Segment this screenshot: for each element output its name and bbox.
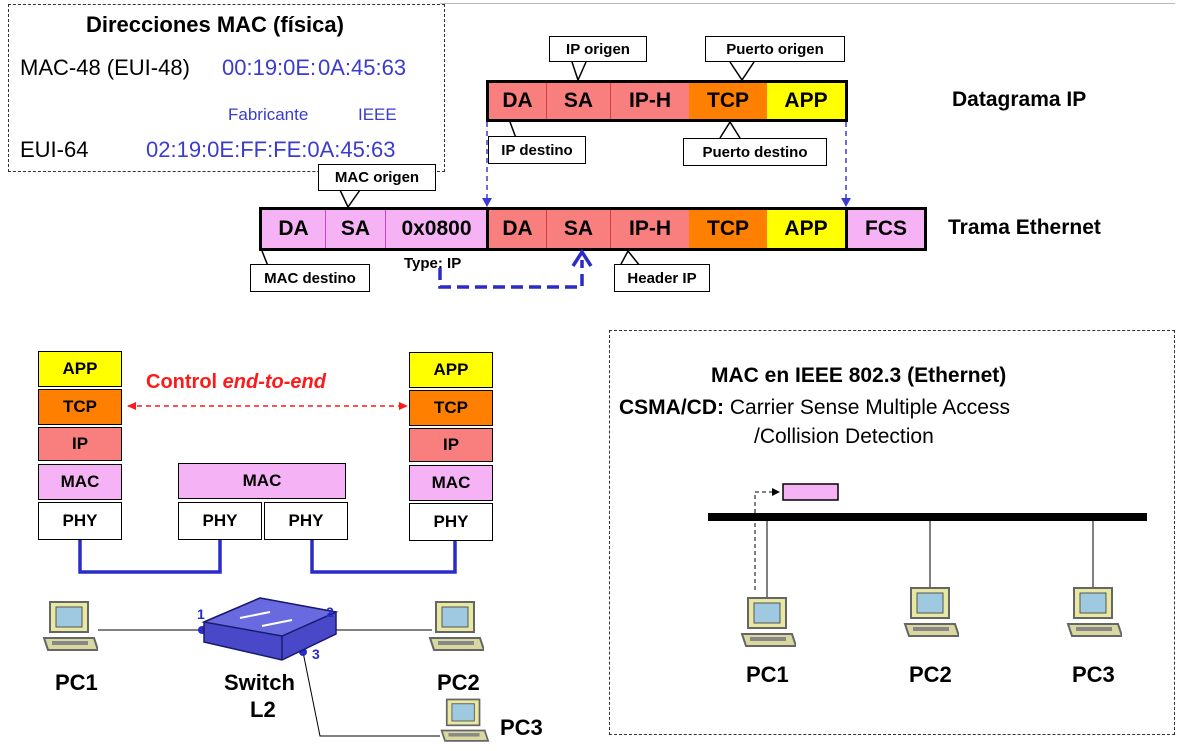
switch-stack-phy-1: PHY xyxy=(178,502,262,540)
vendor-label: Fabricante xyxy=(228,105,309,124)
control-prefix: Control xyxy=(146,371,223,393)
datagram-field-da: DA xyxy=(489,83,547,119)
frame-divider xyxy=(486,207,489,251)
csma-pc1-computer-icon xyxy=(740,594,798,657)
frame-field-fcs: FCS xyxy=(848,210,924,248)
pc3-label: PC3 xyxy=(500,715,543,740)
frame-field-tcp: TCP xyxy=(689,210,767,248)
datagram-field-iph: IP-H xyxy=(611,83,689,119)
pc2-computer-icon xyxy=(428,598,486,661)
callout-ip-destino: IP destino xyxy=(488,136,586,164)
callout-puerto-destino: Puerto destino xyxy=(683,138,827,166)
frame-divider-fcs xyxy=(845,207,848,251)
datagram-field-sa: SA xyxy=(547,83,611,119)
csma-pc2-label: PC2 xyxy=(909,662,952,687)
frame-field-iph: IP-H xyxy=(611,210,689,248)
datagram-field-app: APP xyxy=(767,83,845,119)
eui64-value: 02:19:0E:FF:FE:0A:45:63 xyxy=(146,137,396,162)
top-rule xyxy=(440,3,1175,4)
csma-pc3-label: PC3 xyxy=(1072,662,1115,687)
right-stack-tcp: TCP xyxy=(409,390,493,426)
mac-address-box xyxy=(8,4,445,172)
callout-ip-origen: IP origen xyxy=(549,36,647,62)
frame-field-app: APP xyxy=(767,210,845,248)
pc1-label: PC1 xyxy=(55,670,98,695)
switch-stack-phy-2: PHY xyxy=(264,502,348,540)
left-stack-app: APP xyxy=(38,351,122,387)
csma-pc1-label: PC1 xyxy=(746,662,789,687)
frame-field-mac-da: DA xyxy=(262,210,326,248)
frame-label: Trama Ethernet xyxy=(948,216,1101,239)
csma-title: MAC en IEEE 802.3 (Ethernet) xyxy=(711,364,1007,387)
port-1-label: 1 xyxy=(197,606,205,622)
mac48-device-part: 0A:45:63 xyxy=(318,55,407,80)
port-2-label: 2 xyxy=(326,604,334,620)
callout-mac-origen: MAC origen xyxy=(318,164,436,191)
pc1-computer-icon xyxy=(42,598,100,661)
switch-label-line2: L2 xyxy=(250,697,276,722)
switch-stack-mac: MAC xyxy=(178,463,346,499)
mac48-separator: : xyxy=(310,55,317,80)
left-stack-tcp: TCP xyxy=(38,389,122,425)
right-stack-app: APP xyxy=(409,352,493,388)
type-ip-label: Type: IP xyxy=(404,255,462,272)
port-3-label: 3 xyxy=(312,646,320,662)
csma-line2: /Collision Detection xyxy=(754,425,934,448)
frame-outer xyxy=(259,207,927,251)
csma-pc3-computer-icon xyxy=(1066,584,1124,647)
pc2-label: PC2 xyxy=(437,670,480,695)
ieee-label: IEEE xyxy=(358,105,397,124)
left-stack-mac: MAC xyxy=(38,464,122,500)
left-stack-ip: IP xyxy=(38,427,122,461)
callout-puerto-origen: Puerto origen xyxy=(705,36,845,62)
right-stack-phy: PHY xyxy=(409,503,493,541)
left-stack-phy: PHY xyxy=(38,502,122,540)
switch-label-line1: Switch xyxy=(224,670,295,695)
mac48-vendor-part: 00:19:0E xyxy=(222,55,311,80)
datagram-frame xyxy=(486,80,848,122)
csma-panel xyxy=(609,330,1175,735)
control-end-to-end-label: Control end-to-end xyxy=(146,371,326,394)
mac48-label: MAC-48 (EUI-48) xyxy=(20,55,190,80)
csma-pc2-computer-icon xyxy=(903,584,961,647)
right-stack-ip: IP xyxy=(409,428,493,462)
csma-line1: CSMA/CD: Carrier Sense Multiple Access xyxy=(619,396,1010,420)
right-stack-mac: MAC xyxy=(409,465,493,501)
eui64-label: EUI-64 xyxy=(20,137,89,162)
datagram-field-tcp: TCP xyxy=(689,83,767,119)
callout-mac-destino: MAC destino xyxy=(250,264,370,292)
frame-field-type: 0x0800 xyxy=(386,210,487,248)
mac-box-title: Direcciones MAC (física) xyxy=(86,12,344,37)
csma-acronym: CSMA/CD: xyxy=(619,396,724,419)
datagram-label: Datagrama IP xyxy=(952,88,1087,111)
pc3-computer-icon xyxy=(436,696,492,751)
control-emphasis: end-to-end xyxy=(222,371,326,393)
callout-header-ip: Header IP xyxy=(614,264,710,292)
frame-field-mac-sa: SA xyxy=(326,210,386,248)
frame-field-ip-da: DA xyxy=(489,210,547,248)
csma-expansion: Carrier Sense Multiple Access xyxy=(729,396,1010,419)
frame-field-ip-sa: SA xyxy=(547,210,611,248)
